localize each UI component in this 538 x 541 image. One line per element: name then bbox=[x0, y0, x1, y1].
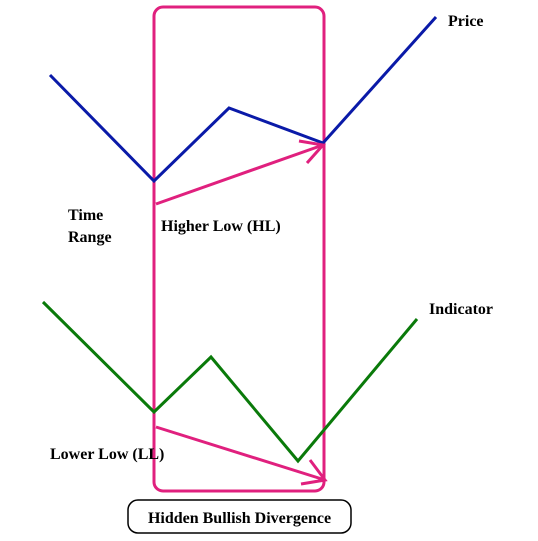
title-box bbox=[127, 499, 352, 534]
lower-low-label: Lower Low (LL) bbox=[50, 446, 164, 463]
price-line bbox=[48, 15, 438, 184]
higher-low-label: Higher Low (HL) bbox=[161, 218, 281, 235]
time-range-label-line2: Range bbox=[68, 229, 112, 246]
price-label: Price bbox=[448, 13, 484, 30]
time-range-label-line1: Time bbox=[68, 207, 103, 224]
higher-low-arrow bbox=[155, 139, 326, 206]
indicator-label: Indicator bbox=[429, 301, 493, 318]
lower-low-arrow bbox=[155, 425, 328, 486]
time-range-box bbox=[152, 5, 326, 493]
diagram-title: Hidden Bullish Divergence bbox=[148, 510, 331, 527]
indicator-line bbox=[41, 300, 419, 464]
